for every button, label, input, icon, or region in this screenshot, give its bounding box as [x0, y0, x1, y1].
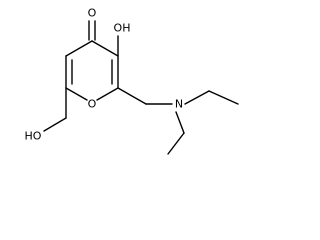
bond-ch2-ho [43, 117, 67, 132]
chemical-structure-diagram: O OH O N HO [25, 7, 239, 155]
ring-oxygen-label: O [88, 98, 97, 111]
bond-ethyl1-ch3 [208, 90, 239, 105]
bond-c4-c5 [91, 40, 119, 57]
hydroxymethyl-label: HO [25, 130, 42, 143]
amine-nitrogen-label: N [175, 98, 183, 111]
bonds [43, 20, 239, 155]
bond-n-ethyl1-ch2 [184, 90, 210, 105]
bond-n-ethyl2-ch2 [175, 111, 185, 134]
atom-labels: O OH O N HO [25, 7, 184, 143]
bond-c3-c4 [65, 40, 93, 57]
bond-c6-ch2 [117, 87, 147, 105]
bond-c6-o1 [96, 87, 119, 101]
ketone-oxygen-label: O [88, 7, 97, 20]
bond-o1-c2 [65, 87, 88, 101]
bond-ethyl2-ch3 [167, 132, 185, 155]
enol-hydroxyl-label: OH [114, 22, 131, 35]
